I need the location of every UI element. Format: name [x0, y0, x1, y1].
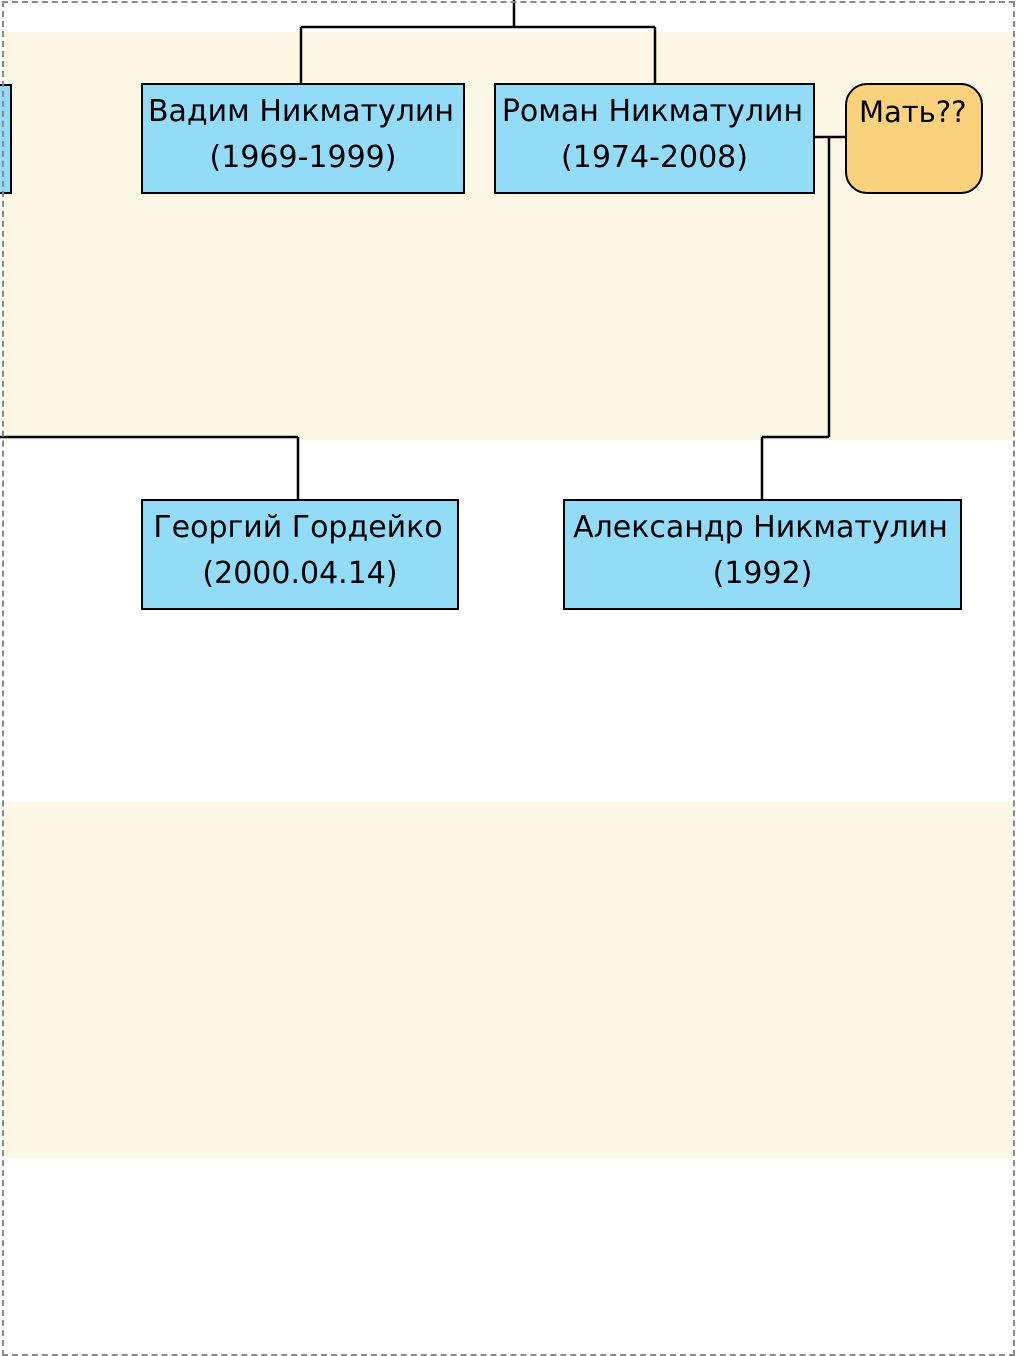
- person-dates: (1969-1999): [209, 140, 397, 175]
- person-node-mother[interactable]: Мать??: [845, 83, 983, 194]
- person-dates: (1974-2008): [561, 140, 748, 175]
- person-node-aleksandr[interactable]: Александр Никматулин (1992): [563, 499, 962, 610]
- person-name: Александр Никматулин: [573, 510, 948, 545]
- person-node-roman[interactable]: Роман Никматулин (1974-2008): [494, 83, 815, 194]
- person-name: Вадим Никматулин: [147, 94, 455, 129]
- generation-band: [2, 802, 1013, 1158]
- person-node-georgiy[interactable]: Георгий Гордейко (2000.04.14): [141, 499, 459, 610]
- person-name: Мать??: [859, 95, 967, 129]
- person-dates: (2000.04.14): [202, 556, 398, 591]
- person-node-offscreen[interactable]: [0, 84, 12, 194]
- person-name: Георгий Гордейко: [153, 510, 443, 545]
- person-node-vadim[interactable]: Вадим Никматулин (1969-1999): [141, 83, 465, 194]
- person-name: Роман Никматулин: [501, 94, 804, 129]
- person-dates: (1992): [712, 556, 813, 591]
